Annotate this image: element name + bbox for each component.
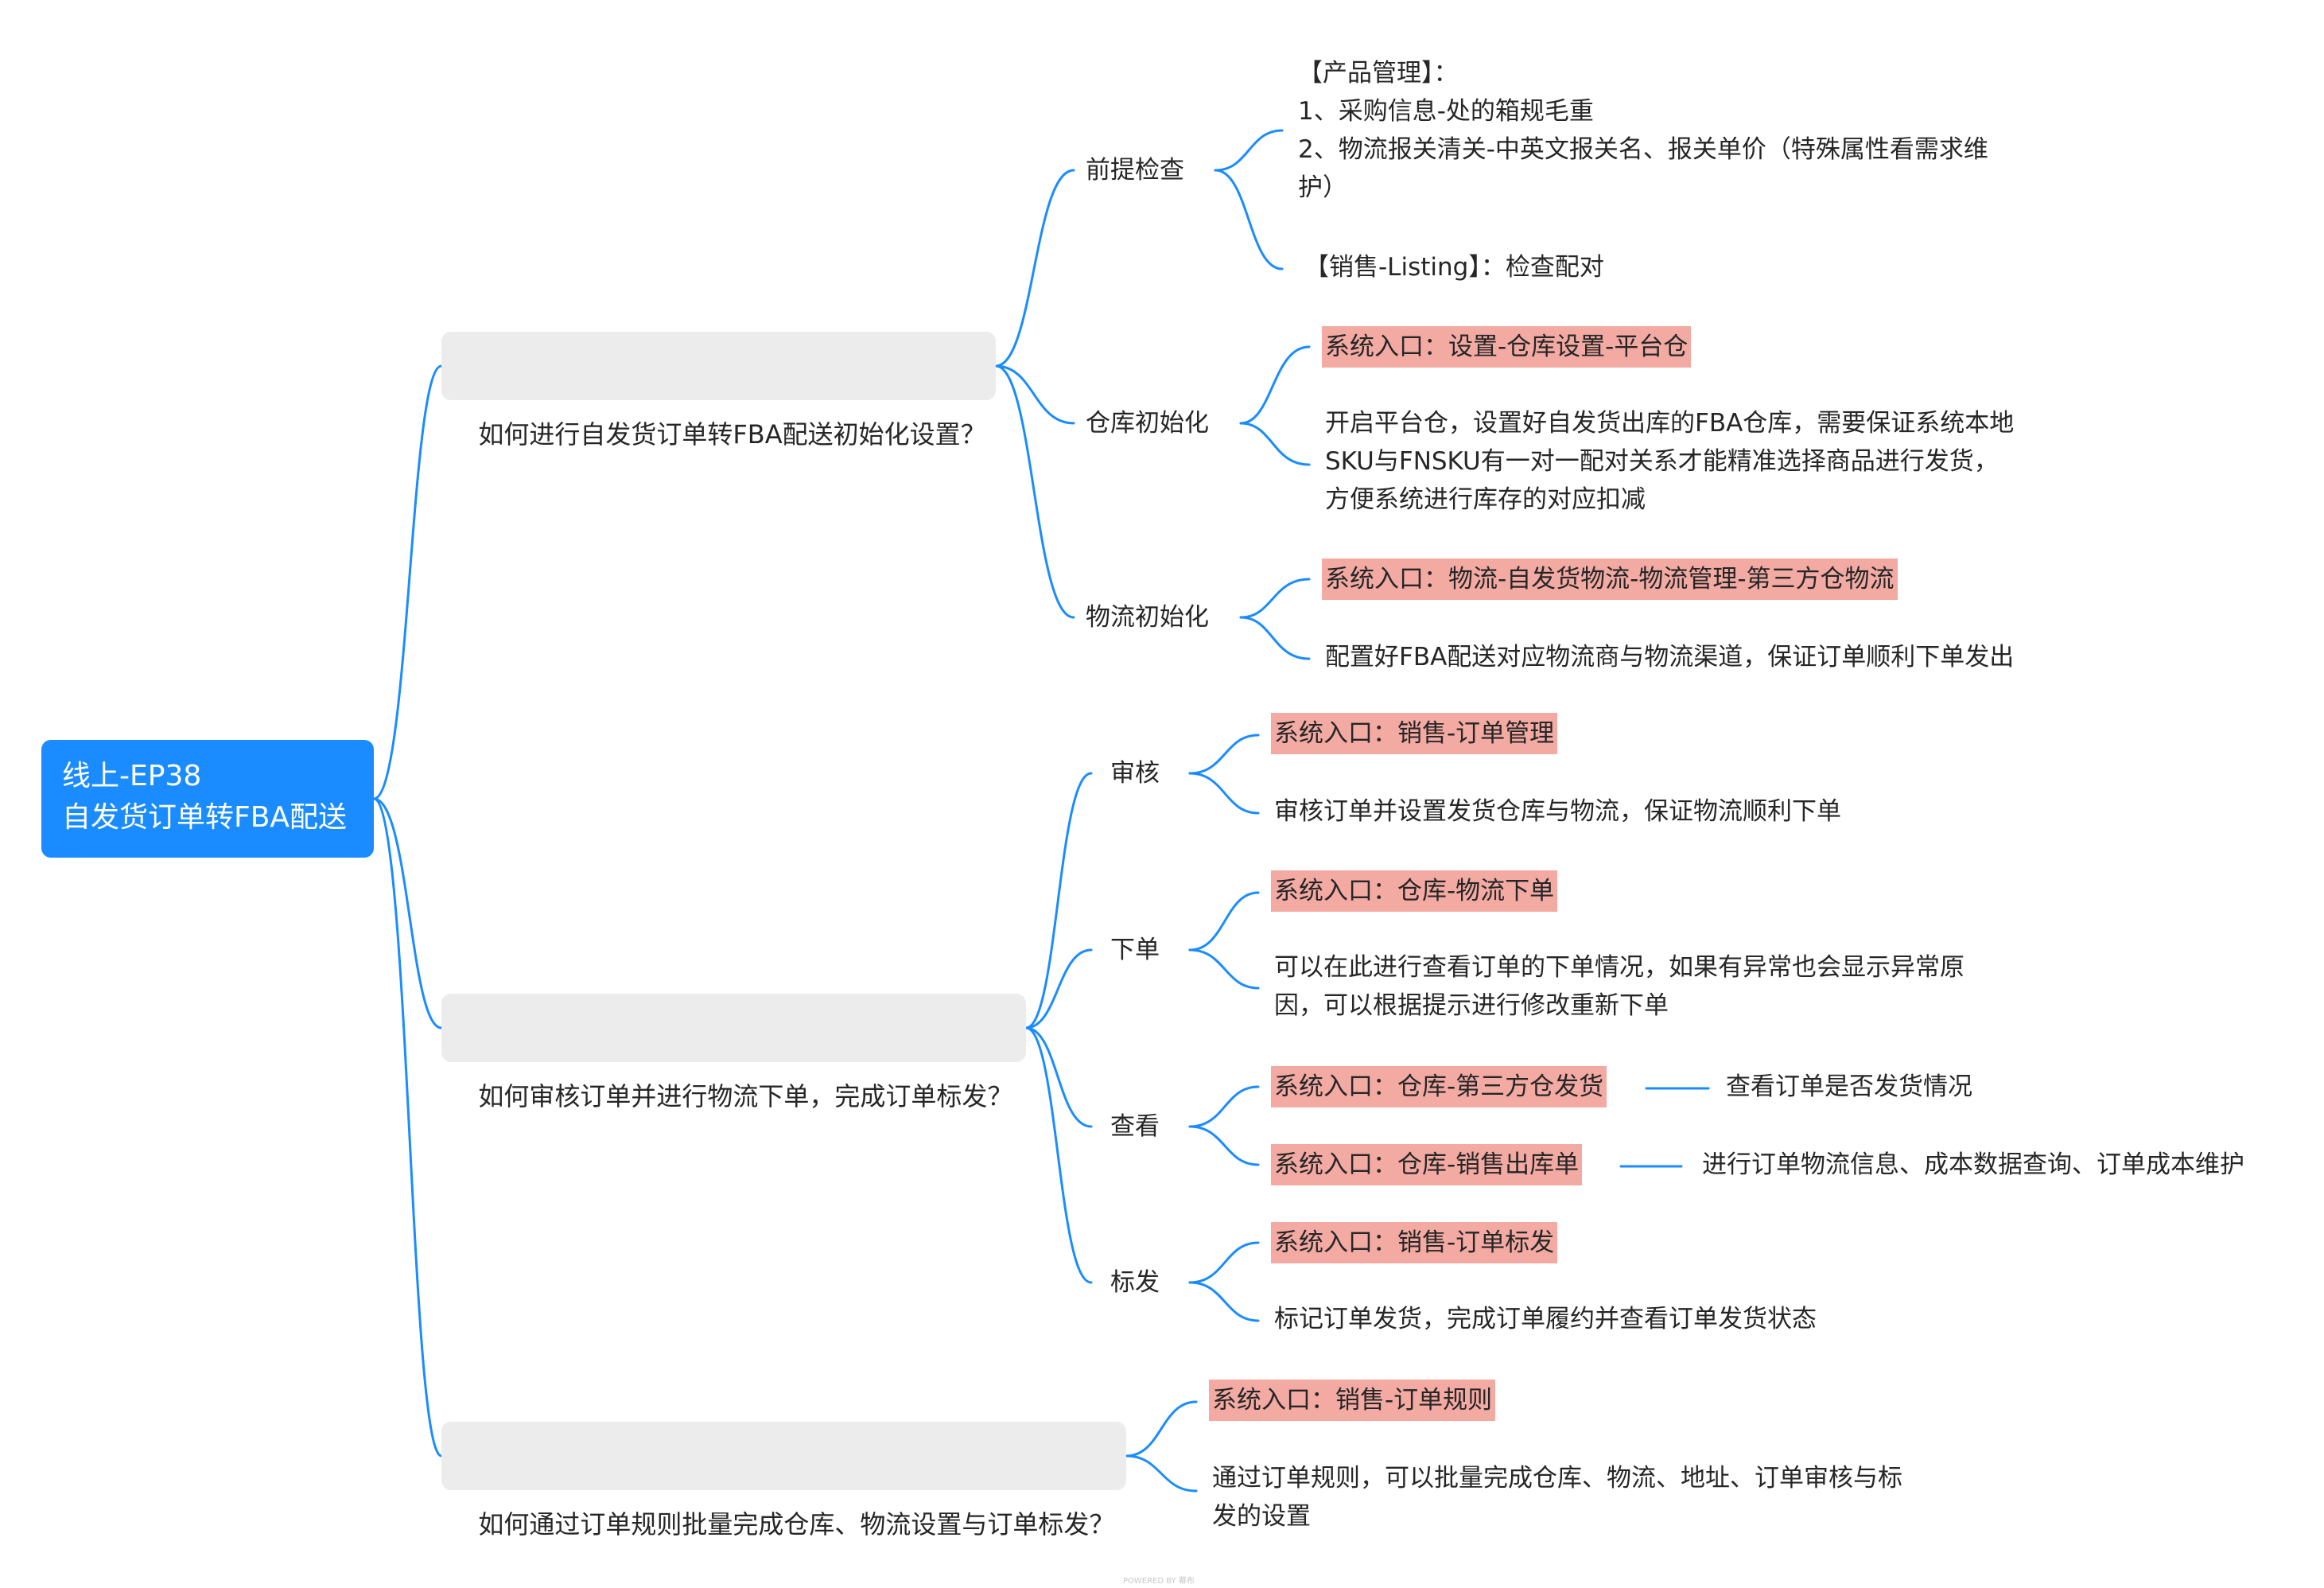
- entry-sales-order-marking[interactable]: 系统入口：销售-订单标发: [1271, 1222, 1558, 1263]
- branch-label: 如何进行自发货订单转FBA配送初始化设置？: [478, 419, 986, 450]
- branch-init-settings[interactable]: 如何进行自发货订单转FBA配送初始化设置？: [441, 332, 996, 450]
- note-line: 方便系统进行库存的对应扣减: [1325, 485, 1646, 514]
- entry-sales-order-rules[interactable]: 系统入口：销售-订单规则: [1209, 1380, 1496, 1421]
- logistics-init-note[interactable]: 配置好FBA配送对应物流商与物流渠道，保证订单顺利下单发出: [1325, 643, 2015, 671]
- precheck-listing-note[interactable]: 【销售-Listing】：检查配对: [1304, 253, 1604, 282]
- note-line: SKU与FNSKU有一对一配对关系才能精准选择商品进行发货，: [1325, 447, 1999, 476]
- entry-logistics-thirdparty[interactable]: 系统入口：物流-自发货物流-物流管理-第三方仓物流: [1322, 559, 1898, 600]
- mark-shipped-note[interactable]: 标记订单发货，完成订单履约并查看订单发货状态: [1274, 1305, 1817, 1333]
- review-note[interactable]: 审核订单并设置发货仓库与物流，保证物流顺利下单: [1274, 797, 1841, 826]
- view-shipment-note[interactable]: 查看订单是否发货情况: [1726, 1072, 1972, 1101]
- node-review[interactable]: 审核: [1110, 759, 1160, 788]
- entry-warehouse-platform[interactable]: 系统入口：设置-仓库设置-平台仓: [1322, 326, 1692, 368]
- note-line: 可以在此进行查看订单的下单情况，如果有异常也会显示异常原: [1274, 953, 1965, 982]
- node-warehouse-init[interactable]: 仓库初始化: [1086, 409, 1209, 438]
- node-view[interactable]: 查看: [1110, 1112, 1160, 1141]
- entry-sales-order-management[interactable]: 系统入口：销售-订单管理: [1271, 713, 1558, 754]
- note-line: 护）: [1298, 173, 1347, 202]
- entry-warehouse-logistics-order[interactable]: 系统入口：仓库-物流下单: [1271, 870, 1558, 912]
- root-title-line2: 自发货订单转FBA配送: [62, 801, 348, 834]
- root-node[interactable]: 线上-EP38 自发货订单转FBA配送: [41, 740, 374, 858]
- note-line: 2、物流报关清关-中英文报关名、报关单价（特殊属性看需求维: [1298, 135, 1988, 164]
- branch-order-rules[interactable]: 如何通过订单规则批量完成仓库、物流设置与订单标发？: [441, 1422, 1126, 1539]
- node-precheck[interactable]: 前提检查: [1086, 156, 1184, 185]
- view-outbound-note[interactable]: 进行订单物流信息、成本数据查询、订单成本维护: [1702, 1150, 2244, 1179]
- watermark: POWERED BY 幕布: [1123, 1577, 1195, 1586]
- note-line: 因，可以根据提示进行修改重新下单: [1274, 991, 1669, 1020]
- entry-thirdparty-shipment[interactable]: 系统入口：仓库-第三方仓发货: [1271, 1066, 1607, 1107]
- root-title-line1: 线上-EP38: [62, 760, 202, 792]
- node-logistics-init[interactable]: 物流初始化: [1086, 603, 1209, 632]
- entry-sales-outbound[interactable]: 系统入口：仓库-销售出库单: [1271, 1144, 1583, 1185]
- note-line: 发的设置: [1212, 1502, 1311, 1531]
- note-line: 通过订单规则，可以批量完成仓库、物流、地址、订单审核与标: [1212, 1464, 1902, 1493]
- note-line: 1、采购信息-处的箱规毛重: [1298, 97, 1594, 126]
- node-place-order[interactable]: 下单: [1110, 936, 1160, 964]
- node-mark-shipped[interactable]: 标发: [1110, 1268, 1160, 1297]
- note-line: 【产品管理】：: [1298, 59, 1459, 88]
- branch-label: 如何审核订单并进行物流下单，完成订单标发？: [478, 1081, 1013, 1111]
- branch-review-order[interactable]: 如何审核订单并进行物流下单，完成订单标发？: [441, 994, 1026, 1111]
- note-line: 开启平台仓，设置好自发货出库的FBA仓库，需要保证系统本地: [1325, 409, 2015, 438]
- branch-label: 如何通过订单规则批量完成仓库、物流设置与订单标发？: [478, 1509, 1115, 1539]
